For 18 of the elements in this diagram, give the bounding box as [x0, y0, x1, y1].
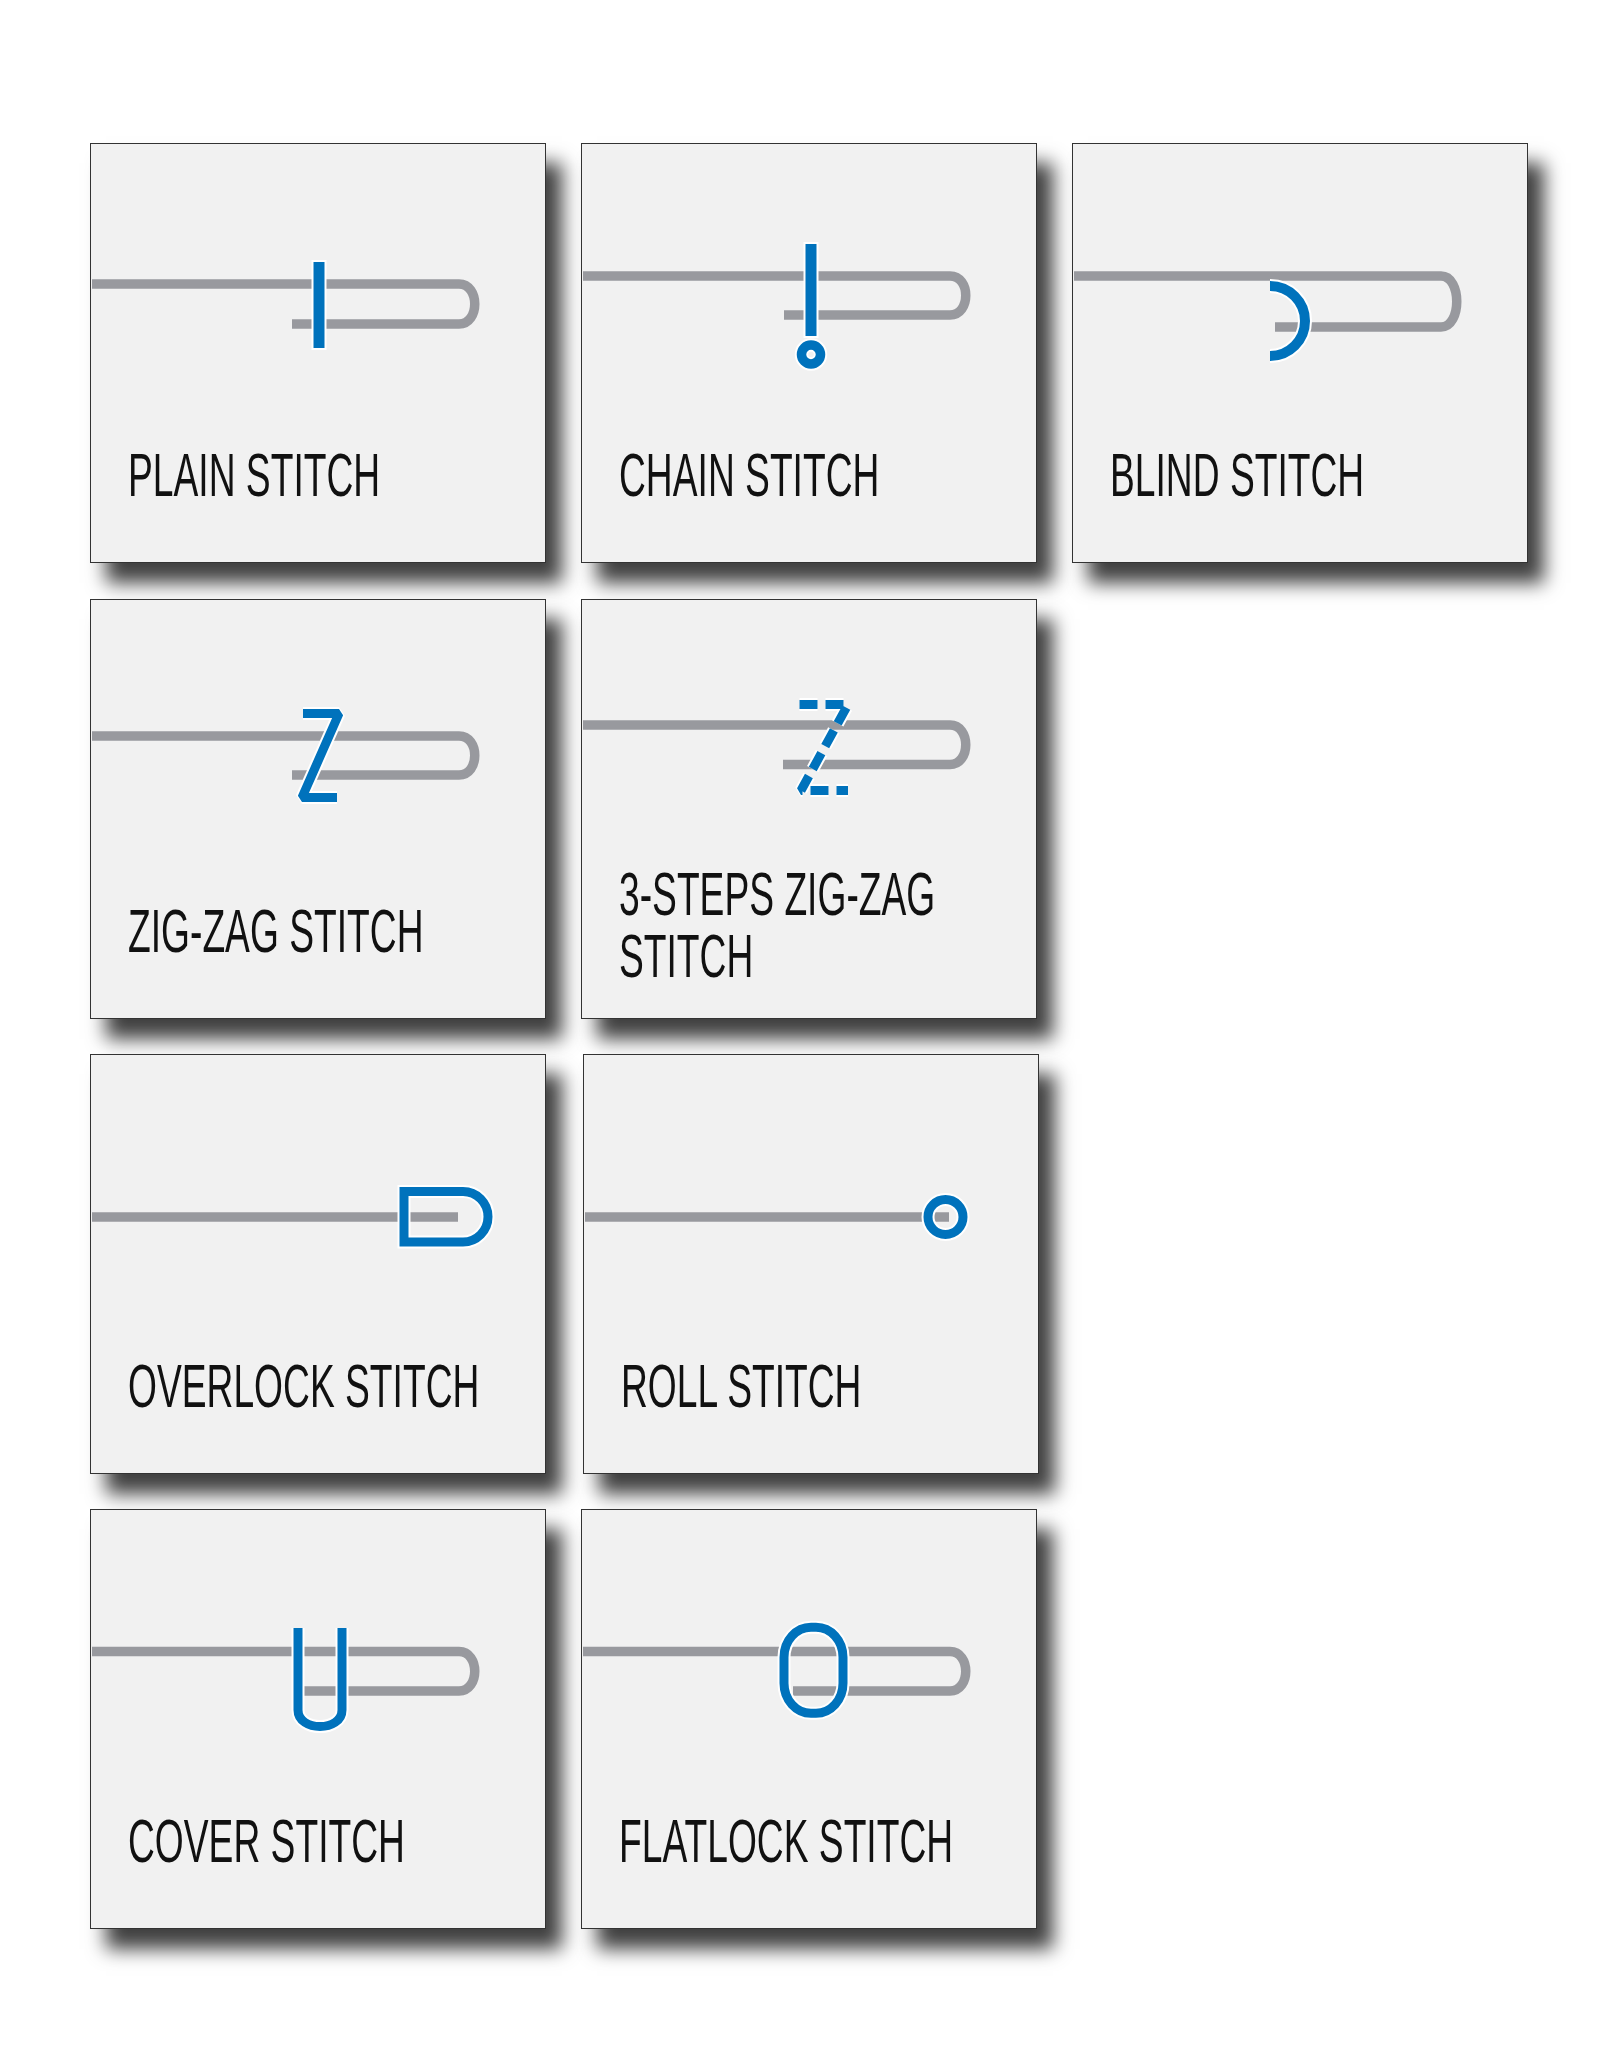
- stitch-label: PLAIN STITCH: [128, 444, 381, 506]
- stitch-card: [581, 143, 1037, 563]
- stitch-card: [90, 143, 546, 563]
- stitch-card: [1072, 143, 1528, 563]
- stitch-label: ZIG-ZAG STITCH: [128, 900, 424, 962]
- stitch-label: OVERLOCK STITCH: [128, 1355, 480, 1417]
- stitch-card: [90, 1509, 546, 1929]
- stitch-card: [581, 1509, 1037, 1929]
- stitch-card: [583, 1054, 1039, 1474]
- stitch-card: [90, 599, 546, 1019]
- stitch-label: BLIND STITCH: [1110, 444, 1365, 506]
- stitch-card: [90, 1054, 546, 1474]
- stitch-label: COVER STITCH: [128, 1810, 405, 1872]
- stitch-label: ROLL STITCH: [621, 1355, 862, 1417]
- stitch-label: 3-STEPS ZIG-ZAG STITCH: [619, 863, 937, 987]
- stitch-label: FLATLOCK STITCH: [619, 1810, 954, 1872]
- stitch-label: CHAIN STITCH: [619, 444, 880, 506]
- stitch-card: [581, 599, 1037, 1019]
